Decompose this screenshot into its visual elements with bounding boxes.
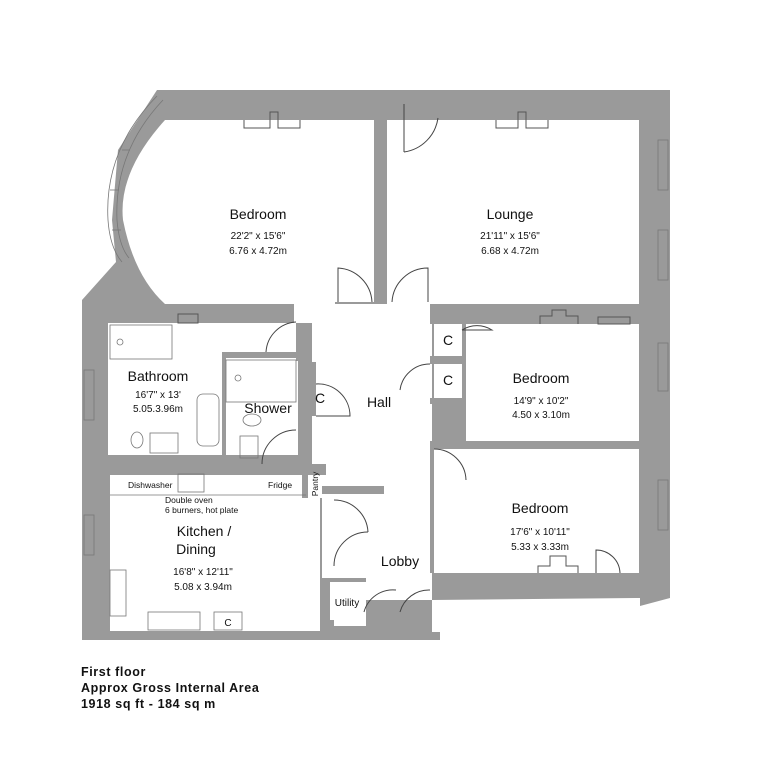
room-bedroom-2: Bedroom 14'9" x 10'2" 4.50 x 3.10m [512, 370, 570, 421]
cupboard-label-hall: C [315, 390, 325, 406]
room-floors [108, 120, 639, 631]
bedroom-1-name: Bedroom [230, 206, 287, 222]
floor-info: First floor Approx Gross Internal Area 1… [81, 664, 259, 712]
room-kitchen: Kitchen / Dining 16'8" x 12'11" 5.08 x 3… [173, 523, 233, 593]
bathroom-metric: 5.05.3.96m [133, 404, 183, 415]
cupboard-label-kitchen: C [224, 618, 231, 629]
utility-name: Utility [335, 598, 359, 609]
floor-name: First floor [81, 665, 146, 679]
shower-name: Shower [244, 400, 292, 416]
oven-label-line1: Double oven [165, 495, 213, 505]
room-lounge: Lounge 21'11" x 15'6" 6.68 x 4.72m [480, 206, 540, 257]
bathroom-imperial: 16'7" x 13' [135, 390, 181, 401]
area-value: 1918 sq ft - 184 sq m [81, 697, 216, 711]
bedroom-2-imperial: 14'9" x 10'2" [514, 396, 569, 407]
wall-details [108, 120, 640, 620]
bathroom-name: Bathroom [128, 368, 189, 384]
bay-window [107, 95, 164, 263]
oven-label-line2: 6 burners, hot plate [165, 505, 239, 515]
room-bedroom-1: Bedroom 22'2" x 15'6" 6.76 x 4.72m [229, 206, 287, 257]
area-title: Approx Gross Internal Area [81, 681, 260, 695]
bedroom-3-name: Bedroom [512, 500, 569, 516]
hall-name: Hall [367, 394, 391, 410]
bedroom-2-metric: 4.50 x 3.10m [512, 410, 570, 421]
doors [261, 104, 621, 613]
room-bathroom: Bathroom 16'7" x 13' 5.05.3.96m [128, 368, 189, 415]
bedroom-1-imperial: 22'2" x 15'6" [231, 231, 286, 242]
pantry-name: Pantry [310, 471, 320, 496]
kitchen-imperial: 16'8" x 12'11" [173, 567, 233, 578]
lounge-imperial: 21'11" x 15'6" [480, 231, 540, 242]
bedroom-1-metric: 6.76 x 4.72m [229, 246, 287, 257]
cupboard-label-bedroom2-top: C [443, 332, 453, 348]
lounge-name: Lounge [487, 206, 534, 222]
bedroom-3-imperial: 17'6" x 10'11" [510, 527, 570, 538]
kitchen-name-line2: Dining [176, 541, 216, 557]
fridge-label: Fridge [268, 480, 292, 490]
windows-right [83, 139, 669, 556]
kitchen-name-line1: Kitchen / [177, 523, 232, 539]
kitchen-metric: 5.08 x 3.94m [174, 582, 232, 593]
lobby-name: Lobby [381, 553, 419, 569]
fixtures [109, 324, 306, 631]
bedroom-3-metric: 5.33 x 3.33m [511, 542, 569, 553]
fireplaces [177, 111, 631, 573]
lounge-metric: 6.68 x 4.72m [481, 246, 539, 257]
cupboard-label-bedroom2-mid: C [443, 372, 453, 388]
bedroom-2-name: Bedroom [513, 370, 570, 386]
dishwasher-label: Dishwasher [128, 480, 173, 490]
room-bedroom-3: Bedroom 17'6" x 10'11" 5.33 x 3.33m [510, 500, 570, 553]
